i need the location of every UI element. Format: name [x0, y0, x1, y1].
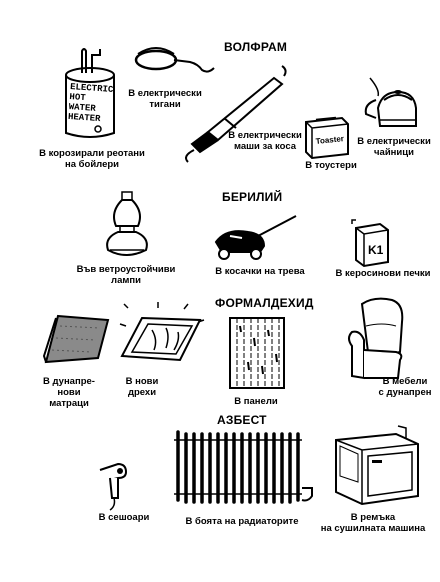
toaster-label: Toaster: [315, 134, 344, 146]
clothes-dryer-icon: [332, 424, 424, 506]
lamp-icon: [102, 190, 152, 260]
caption-furniture: В мебели с дунапрен: [378, 376, 432, 398]
lawn-mower-icon: [212, 212, 302, 262]
heater-label: K1: [368, 243, 384, 257]
caption-panels: В панели: [234, 396, 278, 407]
caption-lamps: Във ветроустойчиви лампи: [76, 264, 176, 286]
toaster-icon: Toaster: [302, 112, 352, 162]
frying-pan-icon: [128, 42, 218, 82]
heading-asbestos: АЗБЕСТ: [217, 413, 267, 427]
wall-panel-icon: [228, 316, 286, 390]
radiator-icon: [174, 430, 318, 512]
mattress-icon: [40, 312, 112, 366]
heading-tungsten: ВОЛФРАМ: [224, 40, 288, 54]
hair-dryer-icon: [96, 460, 132, 512]
heading-formaldehyde: ФОРМАЛДЕХИД: [215, 296, 314, 310]
caption-toasters: В тоустери: [305, 160, 357, 171]
caption-radiator: В боята на радиаторите: [185, 516, 299, 527]
water-heater-icon: ELECTRICHOTWATERHEATER: [60, 45, 120, 145]
caption-boiler: В корозирали реотани на бойлери: [39, 148, 145, 170]
boiler-label: ELECTRICHOTWATERHEATER: [68, 82, 114, 125]
caption-dryer: В сешоари: [98, 512, 150, 523]
clothes-box-icon: [118, 302, 208, 364]
caption-washer: В ремъка на сушилната машина: [320, 512, 426, 534]
caption-heaters: В керосинови печки: [335, 268, 431, 279]
curling-iron-icon: [178, 62, 298, 162]
caption-clothes: В нови дрехи: [125, 376, 159, 398]
kettle-icon: [360, 74, 430, 134]
armchair-icon: [344, 296, 408, 382]
caption-pans: В електрически тигани: [128, 88, 202, 110]
heading-beryllium: БЕРИЛИЙ: [222, 190, 283, 204]
caption-mowers: В косачки на трева: [215, 266, 305, 277]
caption-kettles: В електрически чайници: [357, 136, 431, 158]
caption-mattress: В дунапре- нови матраци: [43, 376, 95, 409]
caption-curlers: В електрически маши за коса: [228, 130, 302, 152]
kerosene-heater-icon: K1: [346, 218, 396, 268]
